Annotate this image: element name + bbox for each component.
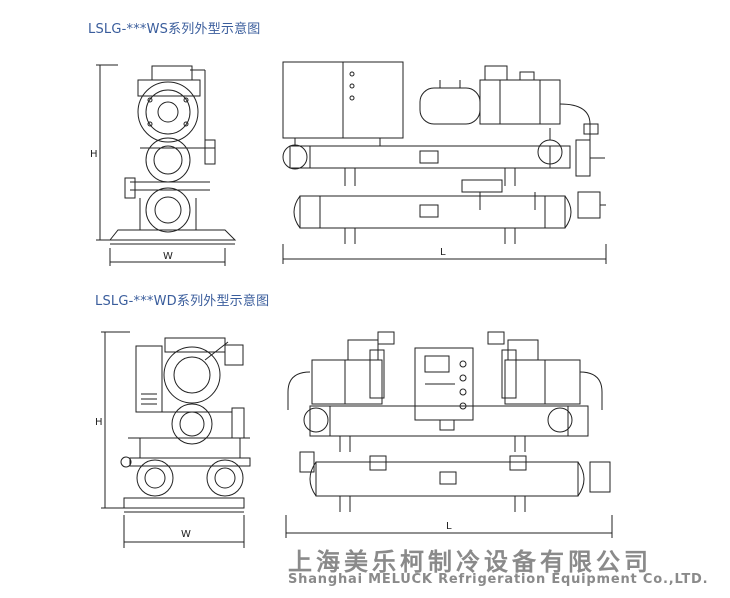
wd-front-view: L [285,331,613,538]
wd-w-label: W [181,529,191,540]
ws-w-label: W [163,251,173,262]
company-name-chinese: 上海美乐柯制冷设备有限公司 [288,548,652,576]
ws-front-view: L [282,61,607,264]
wd-h-label: H [95,417,103,428]
ws-series-title: LSLG-***WS系列外型示意图 [88,22,261,37]
wd-l-label: L [446,521,452,532]
ws-h-label: H [90,149,98,160]
company-name-english: Shanghai MELUCK Refrigeration Equipment … [288,572,709,587]
wd-side-view: H W [95,331,251,548]
ws-side-view: H W [90,64,237,266]
wd-series-title: LSLG-***WD系列外型示意图 [95,294,270,309]
ws-l-label: L [440,247,446,258]
